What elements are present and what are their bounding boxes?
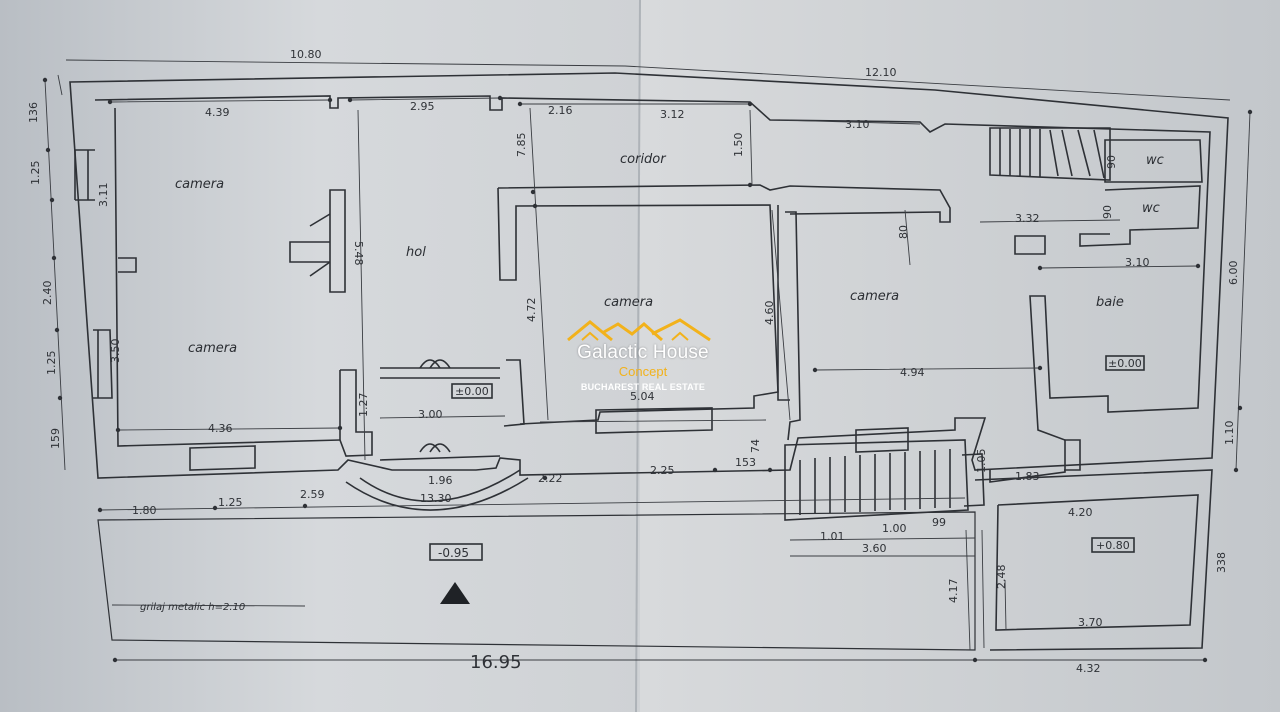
dim-label: 1.25 — [45, 351, 58, 376]
dim-label: 1.05 — [975, 449, 988, 474]
dim-label: 3.50 — [109, 339, 122, 364]
room-label-camera: camera — [175, 177, 224, 192]
dim-bottom-left: 16.95 — [470, 652, 522, 673]
dim-label: 1.80 — [132, 504, 157, 517]
dim-label: 3.10 — [1125, 256, 1150, 269]
room-label-camera: camera — [850, 289, 899, 304]
dim-label: 99 — [932, 516, 946, 529]
dim-label: 3.10 — [845, 118, 870, 131]
room-label-hol: hol — [406, 245, 426, 260]
dim-label: 6.00 — [1227, 261, 1240, 286]
dim-label: 2.16 — [548, 104, 573, 117]
dim-label: 3.70 — [1078, 616, 1103, 629]
dim-label: 13.30 — [420, 492, 452, 505]
dim-label: 90 — [1105, 155, 1118, 169]
dim-label: 5.04 — [630, 390, 655, 403]
room-label-coridor: coridor — [620, 152, 667, 167]
room-label-camera: camera — [604, 295, 653, 310]
dim-label: 2.25 — [650, 464, 675, 477]
dim-label: 2.95 — [410, 100, 435, 113]
dim-label: 159 — [49, 428, 62, 449]
room-label-wc: wc — [1146, 153, 1164, 168]
dim-label: 1.50 — [732, 133, 745, 158]
dim-label: 338 — [1215, 552, 1228, 573]
dim-label: 5.48 — [352, 241, 365, 266]
dim-label: 153 — [735, 456, 756, 469]
dim-label: 4.72 — [525, 298, 538, 323]
dim-top-right: 12.10 — [865, 66, 897, 79]
dimension-ticks — [42, 77, 1253, 663]
dim-bottom-right: 4.32 — [1076, 662, 1101, 675]
dim-label: 4.60 — [763, 301, 776, 326]
level-mark: ±0.00 — [1108, 357, 1142, 370]
dim-label: 2.22 — [538, 472, 563, 485]
dim-label: 7.85 — [515, 133, 528, 158]
watermark-title: Galactic House — [577, 342, 709, 363]
dim-label: 3.11 — [97, 183, 110, 208]
walls — [69, 72, 1229, 651]
dim-label: 1.83 — [1015, 470, 1040, 483]
dim-label: 74 — [749, 439, 762, 453]
level-mark: -0.95 — [438, 546, 469, 560]
dim-label: 2.59 — [300, 488, 325, 501]
dim-label: 136 — [27, 102, 40, 123]
dim-label: 1.27 — [357, 393, 370, 418]
dimension-lines — [44, 59, 1251, 661]
paper-fold — [635, 0, 641, 712]
dim-label: 3.12 — [660, 108, 685, 121]
dim-label: 3.32 — [1015, 212, 1040, 225]
room-label-camera: camera — [188, 341, 237, 356]
watermark-subtitle: Concept — [618, 364, 668, 379]
dim-label: 4.17 — [947, 579, 960, 604]
watermark-tagline: BUCHAREST REAL ESTATE — [580, 382, 706, 392]
dim-label: 1.25 — [29, 161, 42, 186]
watermark-logo: Galactic House Concept BUCHAREST REAL ES… — [560, 318, 726, 398]
dim-label: 4.39 — [205, 106, 230, 119]
paper-right — [640, 0, 1280, 712]
dim-label: 1.10 — [1223, 421, 1236, 446]
dim-label: 1.96 — [428, 474, 453, 487]
dim-label: 2.48 — [995, 565, 1008, 590]
dim-label: 2.40 — [41, 281, 54, 306]
room-label-wc: wc — [1142, 201, 1160, 216]
gate-note: grilaj metalic h=2.10 — [140, 602, 245, 613]
dim-top-left: 10.80 — [290, 48, 322, 61]
dim-label: 1.25 — [218, 496, 243, 509]
dim-label: 3.00 — [418, 408, 443, 421]
roof-logo-icon — [567, 318, 711, 342]
dim-label: 4.36 — [208, 422, 233, 435]
dim-label: 4.94 — [900, 366, 925, 379]
level-mark: +0.80 — [1096, 539, 1130, 552]
dim-label: 4.20 — [1068, 506, 1093, 519]
entrance-arrow-icon — [440, 582, 470, 604]
dim-label: 1.00 — [882, 522, 907, 535]
dim-label: 1.01 — [820, 530, 845, 543]
dim-label: 90 — [1101, 205, 1114, 219]
dim-label: 3.60 — [862, 542, 887, 555]
level-mark: ±0.00 — [455, 385, 489, 398]
dim-label: 80 — [897, 225, 910, 239]
room-label-baie: baie — [1096, 295, 1124, 310]
